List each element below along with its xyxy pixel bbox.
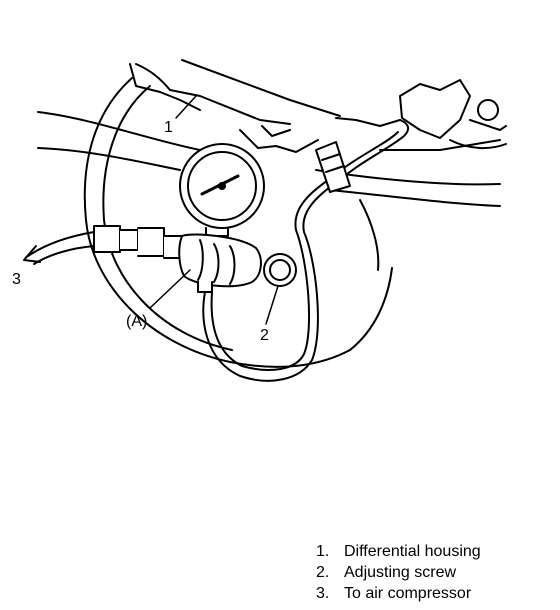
legend-text: Differential housing xyxy=(344,543,481,560)
legend-number: 1. xyxy=(316,543,330,560)
pressure-gauge-drawing xyxy=(179,143,265,237)
legend-item: 3. To air compressor xyxy=(316,583,481,604)
callout-1: 1 xyxy=(164,119,173,136)
legend: 1. Differential housing 2. Adjusting screw… xyxy=(316,541,481,604)
adjusting-screw-drawing xyxy=(263,253,297,287)
callout-3: 3 xyxy=(12,271,21,288)
callout-2: 2 xyxy=(260,327,269,344)
legend-number: 3. xyxy=(316,585,330,602)
compressor-hose-drawing xyxy=(23,231,95,265)
legend-item: 2. Adjusting screw xyxy=(316,562,481,583)
callout-a: (A) xyxy=(126,313,148,330)
legend-text: Adjusting screw xyxy=(344,564,457,581)
differential-housing-drawing xyxy=(37,59,507,368)
legend-text: To air compressor xyxy=(344,585,472,602)
air-hose-drawing xyxy=(202,117,410,382)
legend-item: 1. Differential housing xyxy=(316,541,481,562)
legend-number: 2. xyxy=(316,564,330,581)
leader-lines xyxy=(149,95,279,325)
